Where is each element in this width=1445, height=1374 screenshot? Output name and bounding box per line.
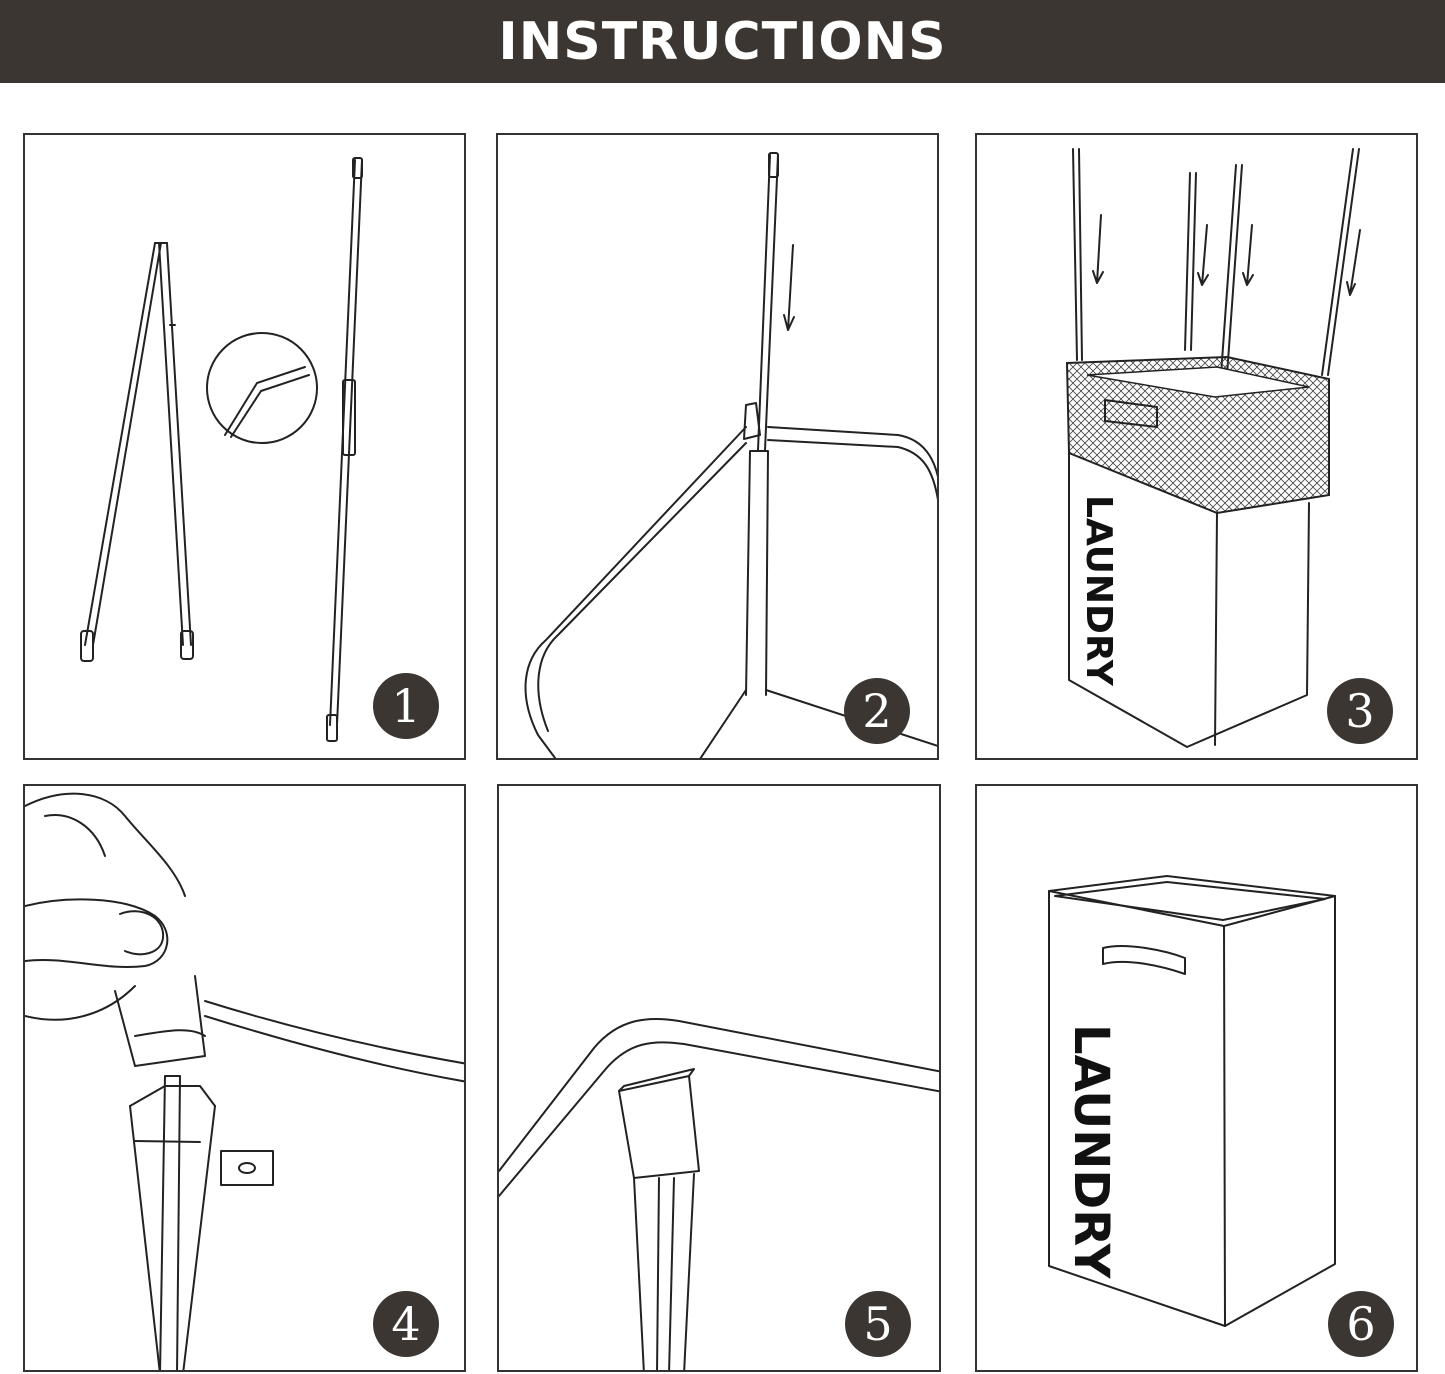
page-title: INSTRUCTIONS [498,11,947,72]
laundry-label: LAUNDRY [1063,1024,1119,1280]
step-number-badge: 3 [1327,678,1393,744]
step-panel-5: 5 [497,784,941,1372]
insert-pole-into-sleeve-icon [524,152,937,758]
step-number-badge: 1 [373,673,439,739]
step-panel-2: 2 [496,133,939,760]
step-number-badge: 5 [845,1291,911,1357]
step-panel-6: LAUNDRY 6 [975,784,1418,1372]
folded-and-extended-pole-icon [80,157,363,742]
header-banner: INSTRUCTIONS [0,0,1445,83]
hand-pressing-cap-onto-pole-icon [25,792,464,1370]
step-number-badge: 4 [373,1291,439,1357]
step-panel-4: 4 [23,784,466,1372]
assembled-laundry-hamper-icon: LAUNDRY [1048,875,1336,1327]
step-number-badge: 6 [1328,1291,1394,1357]
insert-four-poles-into-hamper-icon: LAUNDRY [1065,148,1361,748]
step-panel-1: 1 [23,133,466,760]
pole-tip-secured-in-corner-pocket-icon [499,1017,939,1370]
step-number-badge: 2 [844,678,910,744]
step-panel-3: LAUNDRY 3 [975,133,1418,760]
laundry-label: LAUNDRY [1078,495,1119,687]
